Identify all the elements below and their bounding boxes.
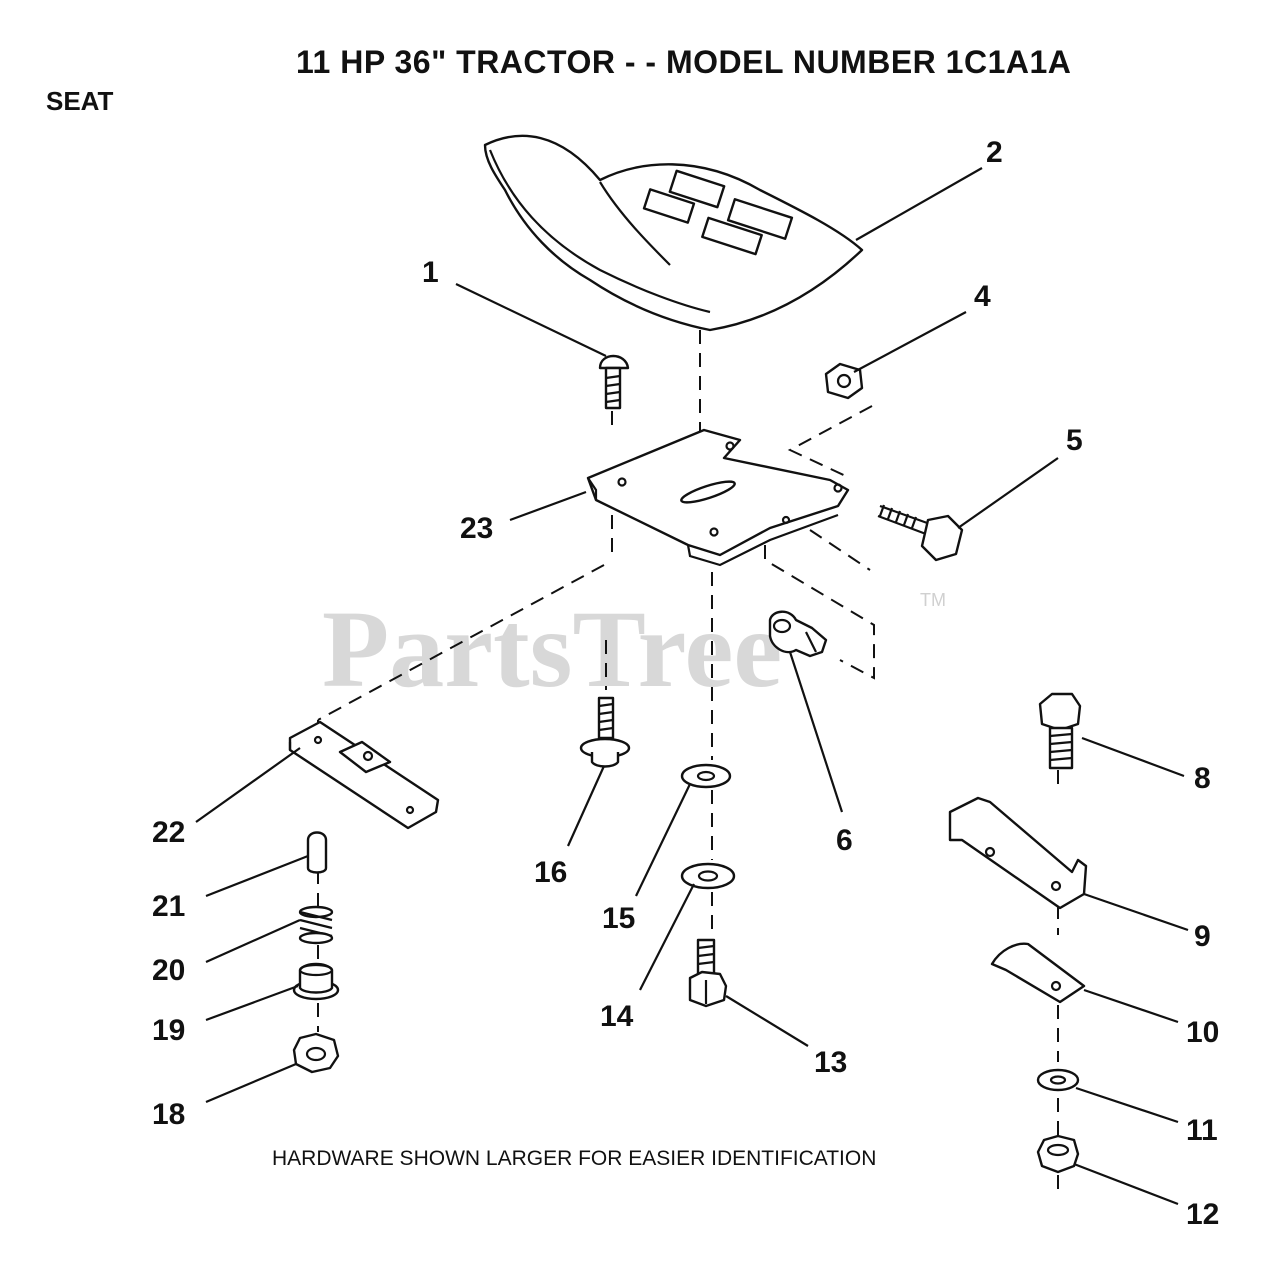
callout-14: 14	[600, 1000, 634, 1033]
shoulder-bolt-part	[579, 696, 631, 768]
leader-lines	[195, 167, 1189, 1206]
spring-part	[298, 905, 334, 945]
bushing-part	[292, 962, 340, 1001]
callout-19: 19	[152, 1014, 185, 1047]
slide-plate-part	[288, 720, 440, 830]
wire-clip-part	[768, 610, 828, 658]
hex-bolt-part-13	[688, 938, 728, 1008]
callout-21: 21	[152, 890, 185, 923]
callout-16: 16	[534, 856, 567, 889]
pin-part	[306, 831, 328, 874]
callout-1: 1	[422, 256, 439, 289]
callout-13: 13	[814, 1046, 847, 1079]
watermark-trademark: TM	[920, 590, 946, 610]
callout-15: 15	[602, 902, 635, 935]
callout-23: 23	[460, 512, 493, 545]
callout-12: 12	[1186, 1198, 1219, 1231]
callout-9: 9	[1194, 920, 1211, 953]
flange-nut-part	[292, 1032, 340, 1074]
callout-18: 18	[152, 1098, 185, 1131]
washer-part-11	[1036, 1068, 1080, 1092]
hardware-note: HARDWARE SHOWN LARGER FOR EASIER IDENTIF…	[272, 1147, 877, 1170]
callout-5: 5	[1066, 424, 1083, 457]
washer-part-15	[680, 763, 732, 789]
callout-2: 2	[986, 136, 1003, 169]
clip-plate-part	[990, 942, 1086, 1004]
lock-nut-part	[1036, 1134, 1080, 1174]
seat-bracket-part	[586, 428, 850, 567]
hex-bolt-part-8	[1038, 692, 1082, 770]
callout-4: 4	[974, 280, 991, 313]
section-label: SEAT	[46, 86, 114, 116]
watermark: PartsTree	[322, 588, 782, 710]
callout-8: 8	[1194, 762, 1211, 795]
callout-numbers: 1 2 4 5 6 8 9 10 11 12 13 14 15 16 18 19…	[152, 136, 1219, 1231]
callout-11: 11	[1186, 1114, 1218, 1147]
callout-10: 10	[1186, 1016, 1219, 1049]
seat-part	[483, 134, 864, 332]
callout-20: 20	[152, 954, 185, 987]
carriage-bolt-part	[598, 354, 630, 410]
hex-nut-part	[824, 362, 864, 400]
angle-bracket-part	[948, 796, 1088, 910]
lock-washer-part-14	[680, 862, 736, 890]
callout-6: 6	[836, 824, 853, 857]
assembly-lines	[317, 330, 1059, 1195]
hex-bolt-part	[877, 504, 964, 562]
callout-22: 22	[152, 816, 185, 849]
page-title: 11 HP 36" TRACTOR - - MODEL NUMBER 1C1A1…	[296, 44, 1072, 80]
